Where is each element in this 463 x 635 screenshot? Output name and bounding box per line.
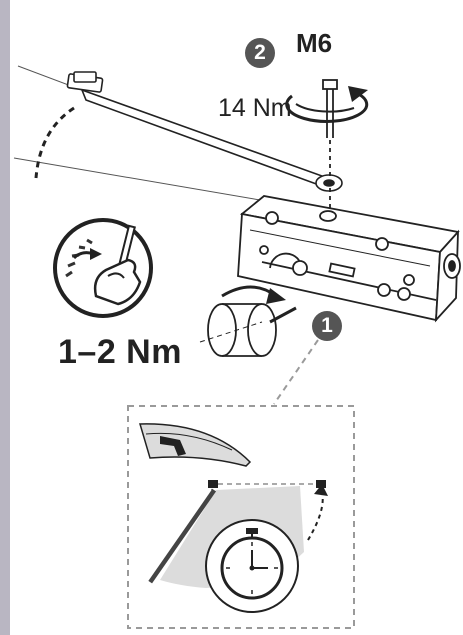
leader-line bbox=[273, 339, 319, 405]
step-1-badge: 1 bbox=[312, 311, 342, 341]
inset-panel bbox=[127, 405, 355, 629]
rotate-arrow-icon bbox=[285, 86, 369, 123]
sidebar-stripe bbox=[0, 0, 10, 635]
hand-screwdriver-icon bbox=[53, 218, 153, 318]
valve-detail bbox=[139, 423, 252, 467]
stopwatch-icon bbox=[205, 519, 299, 613]
step-2-badge: 2 bbox=[245, 38, 275, 68]
bolt-size-label: M6 bbox=[296, 28, 333, 58]
reference-lines bbox=[13, 65, 301, 201]
speed-valve-icon bbox=[199, 303, 297, 357]
adjustment-torque-label: 1–2 Nm bbox=[58, 333, 182, 371]
roll-arrow-icon bbox=[221, 285, 286, 304]
closer-arm bbox=[66, 71, 343, 192]
bolt-torque-label: 14 Nm bbox=[218, 94, 292, 122]
closer-body bbox=[237, 195, 461, 323]
